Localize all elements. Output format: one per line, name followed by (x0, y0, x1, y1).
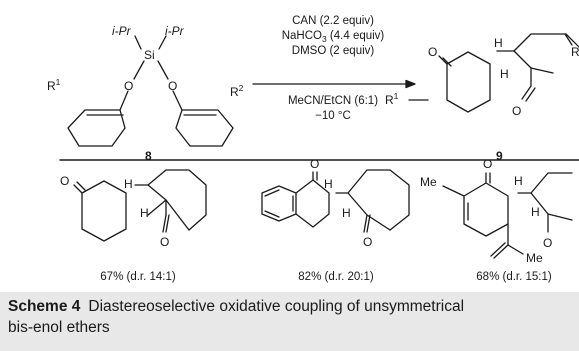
example-1-oxygen-ketone: O (60, 174, 69, 188)
product-structure (408, 33, 579, 113)
example-2-hydrogen-bottom: H (342, 206, 351, 220)
product-compound-number: 9 (496, 149, 503, 163)
substrate-right-isopropyl: i-Pr (165, 24, 185, 38)
substrate-r2: R2 (230, 83, 244, 99)
example-2-oxygen-ketone: O (310, 157, 319, 171)
product-r2: R (571, 45, 579, 59)
example-1-structure (73, 169, 207, 242)
caption-line-1: Scheme 4 Diastereoselective oxidative cou… (8, 296, 579, 317)
example-1-hydrogen-bottom: H (140, 206, 149, 220)
substrate-left-isopropyl: i-Pr (112, 24, 132, 38)
reagent-line-5: −10 °C (315, 110, 351, 122)
example-3-hydrogen-top: H (514, 174, 523, 188)
reaction-scheme: CAN (2.2 equiv) NaHCO3 (4.4 equiv) DMSO … (47, 15, 579, 283)
reagent-line-4: MeCN/EtCN (6:1) (288, 95, 378, 107)
product-hydrogen-top: H (494, 36, 503, 50)
example-3-oxygen-ketone: O (483, 157, 492, 171)
example-2-oxygen-bottom: O (363, 235, 372, 249)
product-r1: R1 (385, 91, 399, 107)
substrate-structure (67, 35, 234, 147)
example-3-structure (442, 172, 573, 259)
caption-text-line-2: bis-enol ethers (8, 319, 110, 336)
example-1-hydrogen-top: H (124, 177, 133, 191)
example-2-hydrogen-top: H (324, 177, 333, 191)
reagent-line-3: DMSO (2 equiv) (292, 45, 375, 57)
example-3-alkenyl-methyl: Me (526, 251, 543, 265)
example-1-oxygen-bottom: O (160, 235, 169, 249)
substrate-silicon: Si (144, 48, 155, 62)
product-oxygen-left: O (428, 45, 437, 59)
example-2-structure (261, 169, 410, 233)
substrate-oxygen-left: O (124, 79, 133, 93)
example-3-methyl: Me (420, 175, 437, 189)
caption-text-line-1: Diastereoselective oxidative coupling of… (88, 298, 465, 315)
product-oxygen-bottom: O (512, 104, 521, 118)
example-3-yield: 68% (d.r. 15:1) (476, 271, 552, 283)
substrate-oxygen-right: O (168, 79, 177, 93)
reagent-line-1: CAN (2.2 equiv) (292, 15, 374, 27)
example-3-oxygen-bottom: O (543, 236, 552, 250)
caption-label: Scheme 4 (8, 298, 81, 315)
example-2-yield: 82% (d.r. 20:1) (298, 271, 374, 283)
product-hydrogen-bottom: H (500, 67, 509, 81)
reaction-arrow (252, 79, 416, 89)
example-3-hydrogen-bottom: H (531, 205, 540, 219)
example-1-yield: 67% (d.r. 14:1) (100, 271, 176, 283)
substrate-r1: R1 (47, 77, 61, 93)
scheme-caption: Scheme 4 Diastereoselective oxidative cou… (0, 292, 579, 351)
reagent-line-2: NaHCO3 (4.4 equiv) (282, 30, 385, 44)
substrate-compound-number: 8 (145, 149, 152, 163)
